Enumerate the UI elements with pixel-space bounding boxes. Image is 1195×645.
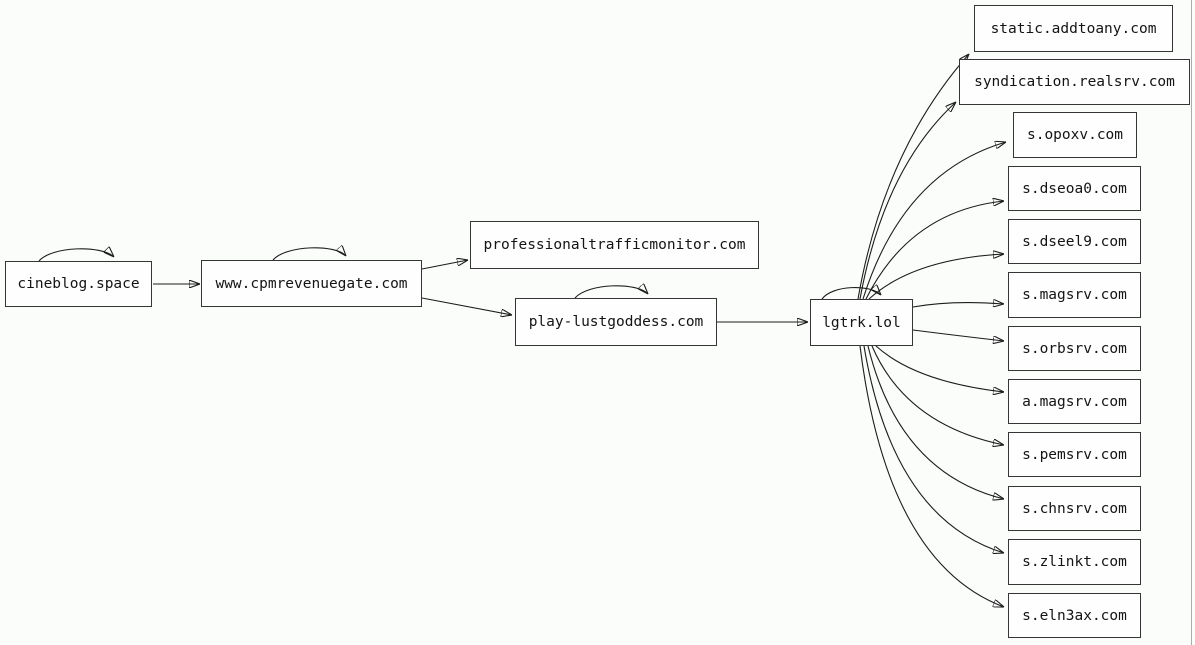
node-label: s.zlinkt.com: [1022, 554, 1127, 570]
node-s-dseoa0-com: s.dseoa0.com: [1008, 166, 1141, 211]
node-label: s.orbsrv.com: [1022, 340, 1127, 357]
node-cineblog-space: cineblog.space: [5, 261, 152, 307]
node-label: s.magsrv.com: [1022, 287, 1127, 303]
node-syndication-realsrv-com: syndication.realsrv.com: [959, 59, 1190, 105]
edge-lgtrk-lol-to-static-addtoany-com: [857, 54, 969, 300]
node-label: s.opoxv.com: [1026, 127, 1124, 143]
edge-lgtrk-lol-to-s-magsrv-com: [912, 303, 1004, 307]
node-label: cineblog.space: [17, 276, 140, 292]
edge-self-loop-www-cpmrevenuegate-com: [272, 248, 346, 261]
node-label: s.pemsrv.com: [1022, 446, 1127, 463]
edge-lgtrk-lol-to-s-eln3ax-com: [859, 345, 1004, 607]
edge-lgtrk-lol-to-s-zlinkt-com: [863, 345, 1004, 553]
node-s-pemsrv-com: s.pemsrv.com: [1008, 432, 1141, 477]
edge-self-loop-cineblog-space: [38, 249, 114, 262]
content-right-border-line: [1191, 0, 1192, 645]
node-label: lgtrk.lol: [822, 314, 901, 331]
node-label: static.addtoany.com: [990, 20, 1157, 37]
node-label: a.magsrv.com: [1022, 393, 1127, 410]
edge-lgtrk-lol-to-s-dseoa0-com: [865, 201, 1004, 300]
node-a-magsrv-com: a.magsrv.com: [1008, 379, 1141, 424]
node-play-lustgoddess-com: play-lustgoddess.com: [515, 298, 717, 346]
node-lgtrk-lol: lgtrk.lol: [810, 299, 913, 346]
edge-lgtrk-lol-to-s-chnsrv-com: [867, 345, 1004, 499]
edge-lgtrk-lol-to-syndication-realsrv-com: [859, 102, 956, 300]
node-label: play-lustgoddess.com: [528, 314, 704, 330]
edge-self-loop-lgtrk-lol: [821, 288, 881, 300]
node-s-eln3ax-com: s.eln3ax.com: [1008, 593, 1141, 638]
node-s-dseel9-com: s.dseel9.com: [1008, 219, 1141, 264]
edge-lgtrk-lol-to-s-dseel9-com: [868, 254, 1004, 300]
node-label: www.cpmrevenuegate.com: [215, 275, 408, 292]
node-www-cpmrevenuegate-com: www.cpmrevenuegate.com: [201, 260, 422, 307]
node-label: s.dseoa0.com: [1022, 180, 1127, 197]
node-professionaltrafficmonitor-com: professionaltrafficmonitor.com: [470, 221, 759, 269]
node-s-opoxv-com: s.opoxv.com: [1013, 112, 1137, 158]
node-label: s.dseel9.com: [1022, 233, 1127, 250]
edge-lgtrk-lol-to-a-magsrv-com: [875, 345, 1004, 392]
node-static-addtoany-com: static.addtoany.com: [974, 5, 1173, 52]
node-label: s.eln3ax.com: [1022, 607, 1127, 624]
edge-www-cpmrevenuegate-com-to-play-lustgoddess-com: [421, 297, 512, 315]
node-label: s.chnsrv.com: [1022, 500, 1127, 517]
node-label: professionaltrafficmonitor.com: [483, 237, 746, 253]
node-s-chnsrv-com: s.chnsrv.com: [1008, 486, 1141, 531]
node-s-zlinkt-com: s.zlinkt.com: [1008, 539, 1141, 585]
edge-lgtrk-lol-to-s-pemsrv-com: [871, 345, 1004, 445]
node-label: syndication.realsrv.com: [974, 74, 1175, 90]
edge-lgtrk-lol-to-s-orbsrv-com: [912, 329, 1004, 341]
node-s-orbsrv-com: s.orbsrv.com: [1008, 326, 1141, 371]
edge-lgtrk-lol-to-s-opoxv-com: [862, 142, 1006, 300]
edge-www-cpmrevenuegate-com-to-professionaltrafficmonitor-com: [421, 260, 468, 270]
node-s-magsrv-com: s.magsrv.com: [1008, 272, 1141, 318]
edge-self-loop-play-lustgoddess-com: [574, 286, 648, 299]
